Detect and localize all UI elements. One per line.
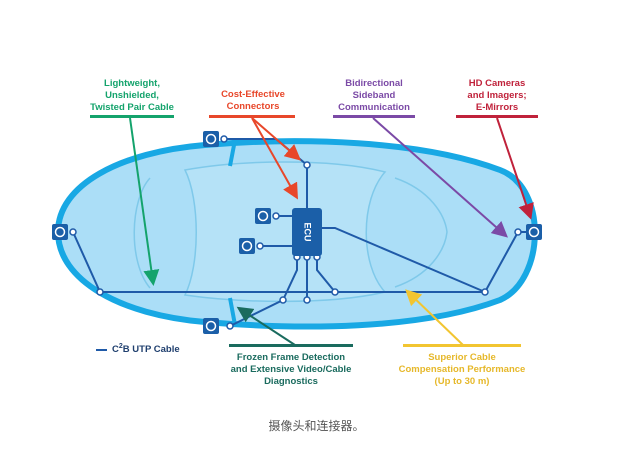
camera-icon <box>239 238 255 254</box>
legend-suffix: B UTP Cable <box>122 344 180 356</box>
legend-prefix: C <box>112 344 119 356</box>
caption: 摄像头和连接器。 <box>268 419 365 433</box>
camera-icon <box>203 131 219 147</box>
legend: C2B UTP Cable <box>96 343 180 355</box>
callout-arrows <box>129 117 534 346</box>
arrow-cameras <box>496 117 534 220</box>
arrow-frozen <box>236 306 296 346</box>
camera-icon <box>526 224 542 240</box>
label-utp: Lightweight,Unshielded,Twisted Pair Cabl… <box>90 78 174 113</box>
ecu-box: ECU <box>292 208 322 256</box>
underline-frozen <box>229 344 353 347</box>
underline-cameras <box>456 115 538 118</box>
underline-utp <box>90 115 174 118</box>
camera-icon <box>52 224 68 240</box>
arrow-connectors-1 <box>251 117 302 161</box>
ecu-label: ECU <box>303 222 313 241</box>
underline-superior <box>403 344 521 347</box>
legend-swatch <box>96 348 107 351</box>
arrow-connectors-2 <box>251 117 298 200</box>
camera-icon <box>203 318 219 334</box>
camera-icon <box>255 208 271 224</box>
arrow-superior <box>405 289 464 346</box>
arrow-sideband <box>372 117 508 238</box>
underline-sideband <box>333 115 415 118</box>
arrow-utp <box>129 117 160 286</box>
underline-connectors <box>209 115 295 118</box>
legend-sup: 2 <box>118 343 123 350</box>
